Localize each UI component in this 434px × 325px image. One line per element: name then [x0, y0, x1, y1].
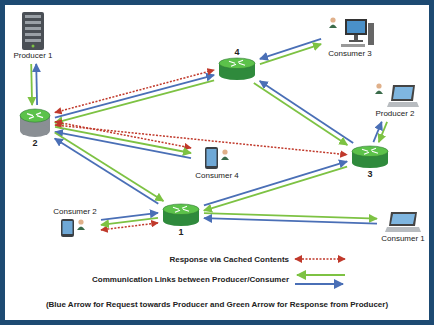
server-icon	[19, 11, 47, 51]
icon-part	[391, 85, 415, 101]
device-label: Consumer 1	[381, 234, 425, 244]
icon-part	[387, 102, 419, 107]
device-node: Producer 2	[369, 82, 421, 120]
legend-text: Response via Cached Contents	[169, 255, 289, 264]
response-arrow	[254, 83, 347, 145]
request-arrow	[260, 81, 354, 143]
icon-part	[205, 147, 218, 169]
icon-part	[345, 19, 367, 35]
icon-part	[207, 149, 217, 166]
icon-part	[63, 221, 73, 234]
router-icon	[218, 57, 256, 81]
icon-part	[330, 17, 335, 22]
request-sample	[295, 283, 343, 285]
response-arrow	[55, 127, 191, 153]
icon-part	[341, 44, 365, 47]
request-arrow	[204, 161, 347, 205]
icon-part	[25, 21, 41, 24]
icon-part	[385, 227, 421, 232]
response-arrow	[55, 80, 214, 123]
response-arrow	[260, 44, 321, 64]
icon-part	[349, 40, 363, 42]
router-node: 2	[17, 107, 53, 149]
icon-part	[354, 35, 358, 40]
response-arrow	[30, 64, 33, 105]
icon-part	[77, 227, 85, 231]
device-node: Consumer 3	[323, 14, 377, 60]
icon-part	[163, 215, 199, 226]
icon-part	[61, 219, 74, 237]
request-arrow	[35, 64, 38, 105]
request-arrow	[260, 39, 321, 59]
icon-part	[389, 212, 417, 226]
device-node: Consumer 4	[193, 144, 241, 182]
icon-part	[219, 69, 255, 80]
desktop-icon	[325, 15, 375, 49]
icon-part	[375, 91, 383, 95]
legend-text: Communication Links between Producer/Con…	[92, 275, 289, 284]
request-arrow	[373, 122, 381, 142]
device-label: Producer 2	[375, 109, 414, 119]
icon-part	[347, 21, 365, 33]
icon-part	[173, 206, 189, 212]
device-node: Consumer 1	[379, 209, 427, 245]
icon-part	[391, 214, 415, 224]
response-arrow	[204, 213, 377, 219]
router-number: 1	[178, 227, 183, 237]
device-node: Producer 1	[11, 10, 55, 62]
router-node: 3	[349, 144, 391, 180]
icon-part	[362, 148, 378, 154]
device-label: Producer 1	[13, 51, 52, 61]
router-icon	[162, 203, 200, 227]
icon-part	[22, 12, 44, 50]
icon-part	[27, 113, 43, 119]
cached-response-arrow	[55, 70, 214, 113]
icon-part	[221, 157, 229, 161]
request-arrow	[55, 138, 159, 203]
router2-icon	[19, 108, 51, 138]
icon-part	[25, 39, 41, 42]
icon-part	[376, 83, 381, 88]
router-number: 3	[367, 169, 372, 179]
phone-icon	[203, 145, 231, 171]
icon-part	[329, 25, 337, 29]
icon-part	[25, 33, 41, 36]
cached-sample	[295, 258, 345, 260]
icon-part	[368, 23, 374, 45]
router-node: 4	[216, 46, 258, 82]
icon-part	[20, 124, 50, 137]
cached-response-arrow	[55, 122, 191, 148]
request-arrow	[204, 218, 377, 224]
request-arrow	[101, 213, 158, 220]
icon-part	[219, 58, 255, 69]
icon-part	[222, 149, 227, 154]
device-label: Consumer 4	[195, 171, 239, 181]
icon-part	[393, 87, 413, 99]
device-label: Consumer 2	[53, 207, 97, 217]
phone2-icon	[55, 217, 95, 239]
legend-note: (Blue Arrow for Request towards Producer…	[5, 300, 429, 309]
laptop2-icon	[385, 210, 421, 234]
icon-part	[20, 109, 50, 122]
icon-part	[352, 157, 388, 168]
response-sample	[297, 274, 345, 276]
icon-part	[32, 45, 35, 48]
icon-part	[25, 15, 41, 18]
router-node: 1	[160, 202, 202, 238]
device-node: Consumer 2	[51, 206, 99, 240]
icon-part	[78, 219, 83, 224]
device-label: Consumer 3	[328, 49, 372, 59]
icon-part	[25, 27, 41, 30]
router-number: 2	[32, 138, 37, 148]
router-icon	[351, 145, 389, 169]
icon-part	[352, 146, 388, 157]
router-number: 4	[234, 47, 239, 57]
laptop-icon	[371, 83, 419, 109]
response-arrow	[55, 133, 164, 201]
icon-part	[163, 204, 199, 215]
icon-part	[229, 60, 245, 66]
request-arrow	[55, 75, 214, 118]
